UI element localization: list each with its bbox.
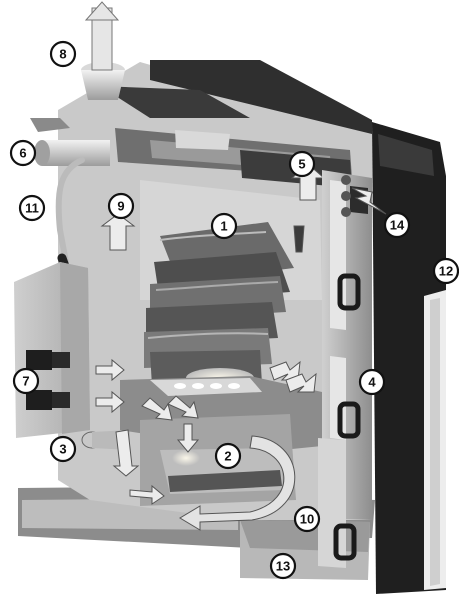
callout-1: 1 [210,212,238,240]
svg-text:6: 6 [19,146,26,161]
svg-text:13: 13 [276,559,290,574]
firewood-logs [144,222,294,386]
callout-4: 4 [358,368,386,396]
front-door [372,122,446,594]
callout-13: 13 [269,552,297,580]
callout-14-pointer [351,187,387,215]
callout-3: 3 [49,435,77,463]
middle-door-handle[interactable] [337,401,361,439]
svg-text:12: 12 [439,264,453,279]
callout-5: 5 [288,150,316,178]
svg-text:5: 5 [298,157,305,172]
svg-text:8: 8 [59,47,66,62]
pipe-connection-left [30,118,110,166]
callout-14: 14 [383,211,411,239]
svg-text:4: 4 [368,375,376,390]
svg-text:14: 14 [390,218,405,233]
flue-outlet [81,1,125,100]
curved-flow-arrow [179,435,296,531]
callout-11: 11 [18,194,46,222]
callout-2: 2 [214,442,242,470]
svg-text:1: 1 [220,219,227,234]
svg-text:10: 10 [300,512,314,527]
svg-text:9: 9 [117,199,124,214]
callout-6: 6 [9,139,37,167]
callout-9: 9 [107,192,135,220]
callout-12: 12 [432,257,459,285]
upper-door-handle[interactable] [337,273,361,311]
svg-text:3: 3 [59,442,66,457]
lower-door-handle[interactable] [333,523,357,561]
svg-text:11: 11 [25,201,39,216]
callout-7: 7 [12,367,40,395]
callout-8: 8 [49,40,77,68]
svg-text:2: 2 [224,449,231,464]
callout-10: 10 [293,505,321,533]
cleaning-lever[interactable] [55,157,85,265]
svg-text:7: 7 [22,374,29,389]
sensor-sockets [341,175,351,217]
door-frame [318,170,372,568]
door-handles[interactable] [333,273,361,561]
control-box [14,262,90,438]
